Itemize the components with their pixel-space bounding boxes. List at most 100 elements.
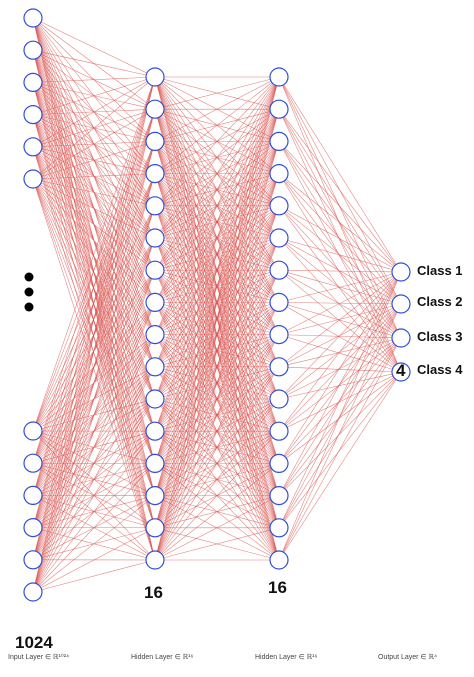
hidden-1-neuron: [145, 486, 165, 506]
connection-edge: [32, 237, 156, 593]
connection-edge: [278, 337, 402, 368]
connection-edge: [32, 108, 156, 180]
connection-edge: [154, 109, 280, 561]
connection-edge: [154, 76, 280, 271]
connection-edge: [278, 271, 402, 303]
connection-edge: [32, 76, 156, 560]
ellipsis-dot: [24, 302, 34, 312]
connection-edge: [32, 270, 156, 593]
hidden-2-neuron: [269, 292, 289, 312]
connection-edge: [32, 76, 156, 115]
class-3-label: Class 3: [417, 329, 463, 344]
input-neuron: [23, 72, 43, 93]
connection-edge: [278, 237, 402, 339]
connection-edge: [32, 431, 156, 593]
connection-edge: [278, 302, 402, 373]
connection-edge: [278, 271, 402, 464]
connection-edge: [278, 271, 402, 496]
connection-edge: [32, 173, 156, 180]
connection-edge: [32, 109, 156, 593]
connection-edge: [32, 463, 156, 593]
connection-edge: [278, 371, 402, 561]
connection-edge: [32, 76, 156, 148]
connection-edge: [278, 302, 402, 339]
class-4-label: Class 4: [417, 362, 463, 377]
input-ellipsis: [24, 272, 34, 312]
connection-edge: [278, 334, 402, 339]
connection-edge: [154, 76, 280, 206]
connection-edge: [278, 109, 402, 373]
connection-edge: [278, 271, 402, 528]
output-neuron: [391, 362, 411, 382]
hidden-1-neuron: [145, 518, 165, 538]
input-neuron: [23, 169, 43, 189]
connection-edge: [32, 334, 156, 593]
input-neuron: [23, 582, 43, 602]
connection-edge: [278, 205, 402, 273]
hidden-2-neuron: [269, 196, 289, 216]
connection-edge: [278, 271, 402, 432]
connection-edge: [278, 337, 402, 400]
connection-edge: [32, 76, 156, 180]
connection-edge: [32, 76, 156, 528]
output-layer-caption: Output Layer ∈ ℝ⁴: [378, 653, 437, 661]
connection-edge: [154, 76, 280, 335]
connection-edge: [32, 17, 156, 78]
input-neuron: [23, 8, 43, 28]
ellipsis-dot: [24, 272, 34, 282]
connection-edge: [32, 178, 156, 303]
connection-edge: [32, 178, 156, 271]
connection-edge: [154, 76, 280, 528]
input-layer-caption: Input Layer ∈ ℝ¹⁰²⁴: [8, 653, 69, 661]
neurons: [23, 8, 411, 602]
connection-edge: [278, 173, 402, 339]
connection-edge: [32, 302, 156, 593]
hidden-layer-1-count: 16: [144, 583, 163, 602]
connection-edge: [278, 337, 402, 464]
input-neuron: [23, 40, 43, 60]
connection-edge: [154, 527, 280, 561]
connection-edge: [278, 271, 402, 368]
connection-edge: [32, 178, 156, 464]
hidden-1-neuron: [145, 67, 165, 87]
connection-edge: [32, 178, 156, 561]
connection-edge: [278, 337, 402, 496]
connection-edge: [32, 178, 156, 528]
connection-edge: [278, 141, 402, 273]
connection-edge: [278, 173, 402, 273]
hidden-1-neuron: [145, 389, 165, 409]
hidden-1-neuron: [145, 131, 165, 151]
hidden-2-neuron: [269, 389, 289, 409]
connection-edge: [278, 366, 402, 373]
connection-edge: [32, 559, 156, 593]
hidden-2-neuron: [269, 421, 289, 441]
connection-edge: [32, 178, 156, 207]
connection-edge: [278, 237, 402, 373]
connection-edge: [154, 76, 280, 464]
class-1-label: Class 1: [417, 263, 463, 278]
hidden-2-neuron: [269, 325, 289, 345]
connection-edge: [154, 76, 280, 561]
input-neuron: [23, 485, 43, 505]
connection-edge: [32, 173, 156, 593]
connection-edge: [32, 366, 156, 593]
connection-edge: [278, 109, 402, 273]
connection-edge: [278, 269, 402, 373]
hidden-layer-2-count: 16: [268, 578, 287, 597]
input-neuron: [23, 104, 43, 125]
connection-edge: [278, 271, 402, 561]
connection-edge: [278, 76, 402, 273]
connection-edge: [278, 371, 402, 400]
connection-edge: [278, 371, 402, 432]
connection-edge: [32, 76, 156, 83]
connection-edge: [32, 76, 156, 464]
hidden-2-neuron: [269, 453, 289, 473]
connection-edge: [32, 178, 156, 432]
connection-edge: [32, 76, 156, 432]
hidden-1-neuron: [145, 260, 165, 280]
hidden-2-neuron: [269, 67, 289, 87]
input-neuron: [23, 453, 43, 473]
connection-edge: [32, 398, 156, 593]
output-neuron: [391, 262, 411, 282]
connection-edge: [278, 371, 402, 528]
